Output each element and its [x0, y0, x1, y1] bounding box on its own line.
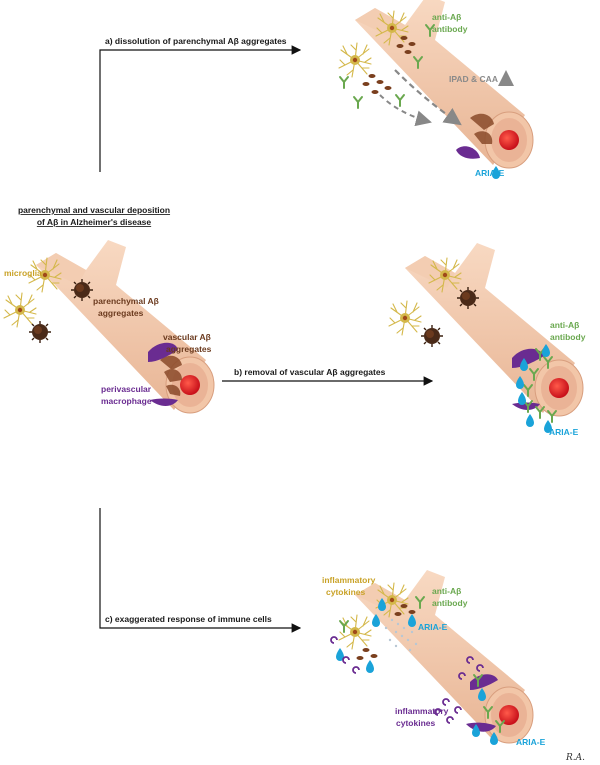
panel-c-antibody-1: anti-Aβ: [432, 586, 461, 596]
panel-c-cytokines-bottom-1: inflammatory: [395, 706, 449, 716]
branch-c-label: c) exaggerated response of immune cells: [105, 614, 272, 624]
panel-a-aria: ARIA-E: [475, 168, 505, 178]
panel-b-illustration: [388, 242, 584, 433]
label-vascular-1: vascular Aβ: [163, 332, 211, 342]
title-line-2: of Aβ in Alzheimer's disease: [37, 217, 152, 227]
panel-a-clearance-arrow: [394, 69, 462, 126]
label-microglia: microglia: [4, 268, 42, 278]
panel-a-illustration: [338, 0, 534, 179]
panel-c-leakage: [384, 618, 418, 652]
branch-a-line: [99, 45, 302, 172]
center-plaque-2: [28, 320, 52, 344]
panel-a-ipad-caa: IPAD & CAA: [449, 74, 498, 84]
panel-a-antibody-2: antibody: [432, 24, 468, 34]
panel-a-antibody-1: anti-Aβ: [432, 12, 461, 22]
panel-c-aria-bottom: ARIA-E: [516, 737, 546, 747]
title-line-1: parenchymal and vascular deposition: [18, 205, 170, 215]
center-illustration: [3, 239, 215, 414]
label-parenchymal-1: parenchymal Aβ: [93, 296, 159, 306]
label-macrophage-1: perivascular: [101, 384, 152, 394]
branch-b-label: b) removal of vascular Aβ aggregates: [234, 367, 386, 377]
panel-c-illustration: [330, 569, 534, 745]
signature: R.A.: [565, 753, 585, 763]
label-macrophage-2: macrophage: [101, 396, 152, 406]
panel-c-cytokines-bottom-2: cytokines: [396, 718, 435, 728]
center-plaque-1: [70, 278, 94, 302]
center-microglia-2: [3, 292, 37, 328]
panel-b-plaque-2: [420, 324, 444, 348]
panel-c-cytokines-top-1: inflammatory: [322, 575, 376, 585]
panel-a-microglia-2: [338, 42, 372, 78]
panel-b-antibody-2: antibody: [550, 332, 586, 342]
branch-a-label: a) dissolution of parenchymal Aβ aggrega…: [105, 36, 287, 46]
panel-b-microglia-2: [388, 300, 422, 336]
branch-lines: [99, 45, 434, 633]
panel-b-plaque-1: [456, 286, 480, 310]
label-parenchymal-2: aggregates: [98, 308, 144, 318]
panel-b-aria: ARIA-E: [549, 427, 579, 437]
label-vascular-2: aggregates: [166, 344, 212, 354]
panel-b-antibody-1: anti-Aβ: [550, 320, 579, 330]
panel-c-aria-top: ARIA-E: [418, 622, 448, 632]
title: parenchymal and vascular deposition of A…: [18, 205, 170, 227]
panel-c-cytokines-top-2: cytokines: [326, 587, 365, 597]
branch-c-line: [99, 508, 302, 633]
panel-c-antibody-2: antibody: [432, 598, 468, 608]
center-macrophage: [148, 342, 178, 362]
center-vascular-aggregates: [160, 355, 182, 396]
